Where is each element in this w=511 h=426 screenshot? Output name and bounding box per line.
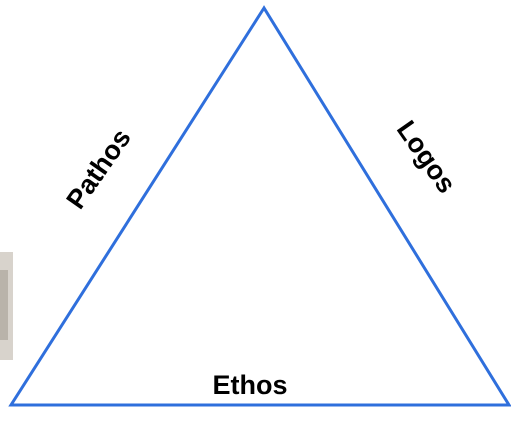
ethos-label: Ethos — [212, 370, 287, 400]
pathos-label: Pathos — [61, 123, 137, 214]
logos-label: Logos — [391, 115, 462, 199]
edge-image-fragment — [0, 252, 13, 360]
